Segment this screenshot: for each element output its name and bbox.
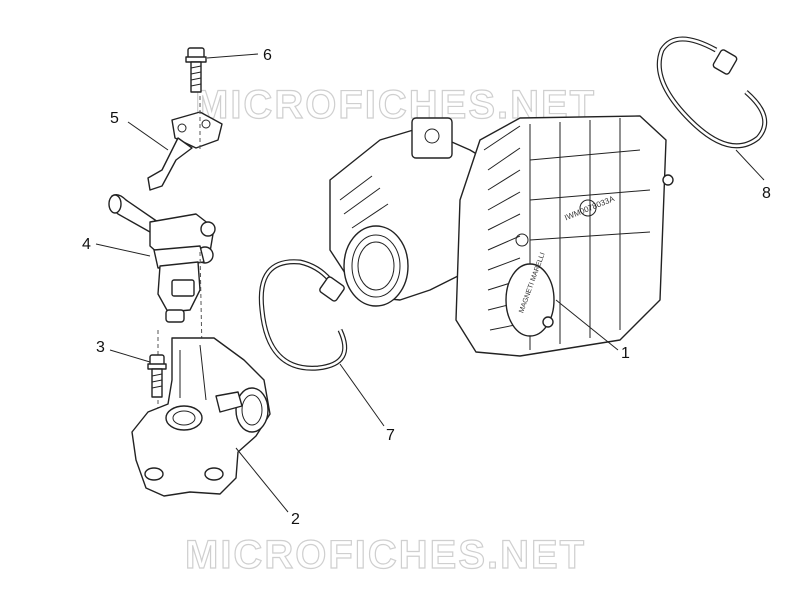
callout-2: 2 [291, 511, 300, 528]
part-5-bracket [147, 111, 223, 191]
callout-8: 8 [762, 185, 771, 202]
callout-5: 5 [110, 110, 119, 127]
part-1-throttle-body: MAGNETI MARELLI IWM0078033A [329, 115, 674, 357]
part-2-intake-manifold [131, 337, 271, 497]
callout-3: 3 [96, 339, 105, 356]
watermark-bottom: MICROFICHES.NET [185, 533, 586, 577]
callout-7: 7 [386, 427, 395, 444]
leader-lines [95, 53, 765, 513]
callout-1: 1 [621, 345, 630, 362]
callout-4: 4 [82, 236, 91, 253]
callout-6: 6 [263, 47, 272, 64]
part-6-bolt [185, 47, 207, 93]
part-7-hose-clamp [258, 259, 348, 371]
part-8-hose-clamp [656, 36, 768, 149]
part-4-injector [108, 193, 216, 323]
part-3-bolt [147, 354, 167, 398]
